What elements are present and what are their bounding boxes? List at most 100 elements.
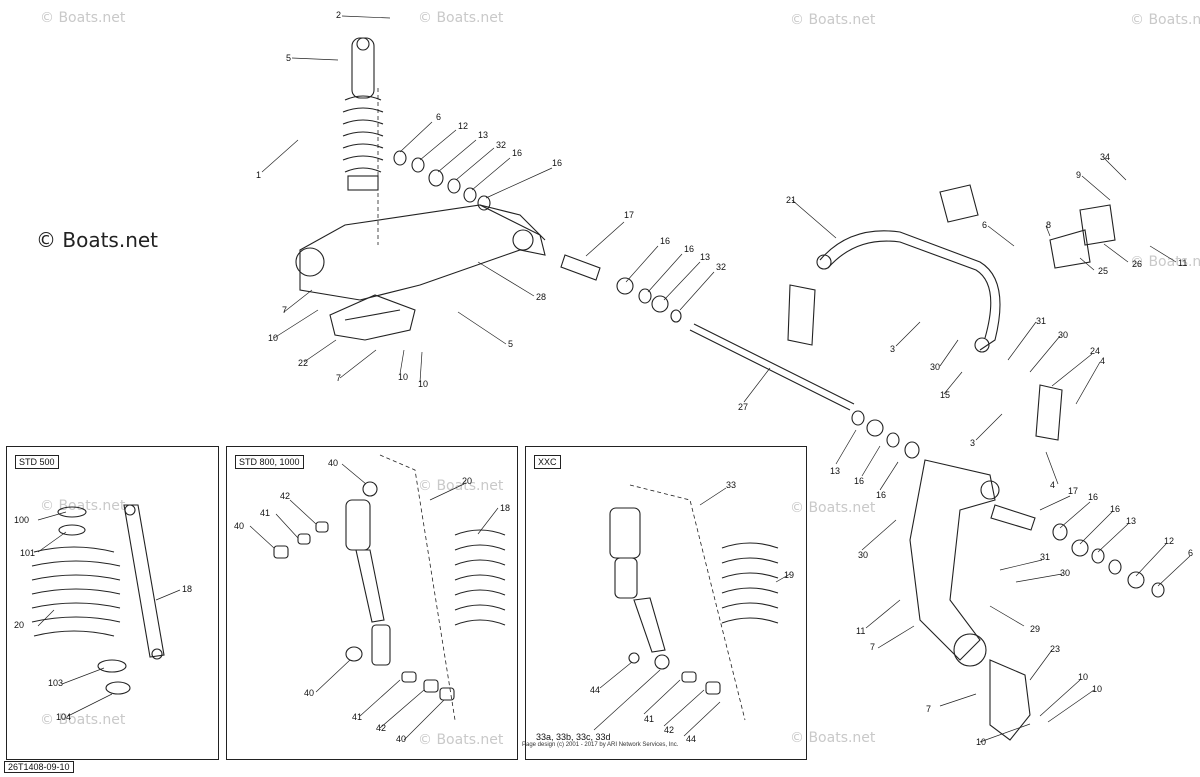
callout-number: 13 (478, 130, 488, 140)
callout-number: 23 (1050, 644, 1060, 654)
variant-label: 33a, 33b, 33c, 33d (536, 732, 611, 742)
callout-number: 10 (976, 737, 986, 747)
skid-plate-left (329, 294, 416, 341)
a-arm-assembly-left (295, 204, 546, 301)
callout-number: 7 (926, 704, 931, 714)
drawing-number: 26T1408-09-10 (4, 761, 74, 773)
callout-number: 9 (1076, 170, 1081, 180)
callout-number: 44 (590, 685, 600, 695)
inset-box-std500: STD 500 (6, 446, 219, 760)
callout-number: 10 (398, 372, 408, 382)
callout-number: 16 (660, 236, 670, 246)
std800-shock (345, 481, 391, 666)
callout-number: 25 (1098, 266, 1108, 276)
anti-sway-bar (816, 230, 1001, 353)
callout-number: 6 (436, 112, 441, 122)
washer-stack-upper (393, 150, 682, 323)
callout-number: 16 (854, 476, 864, 486)
std800-spring (454, 529, 506, 626)
callout-number: 44 (686, 734, 696, 744)
callout-number: 18 (500, 503, 510, 513)
callout-number: 24 (1090, 346, 1100, 356)
std800-bushings (273, 521, 455, 701)
inset-label-std800-1000: STD 800, 1000 (235, 455, 304, 469)
callout-number: 10 (268, 333, 278, 343)
callout-number: 2 (336, 10, 341, 20)
callout-number: 22 (298, 358, 308, 368)
callout-number: 41 (644, 714, 654, 724)
callout-number: 41 (260, 508, 270, 518)
callout-number: 13 (1126, 516, 1136, 526)
callout-number: 40 (396, 734, 406, 744)
callout-number: 13 (700, 252, 710, 262)
callout-number: 40 (234, 521, 244, 531)
callout-number: 16 (552, 158, 562, 168)
callout-number: 3 (890, 344, 895, 354)
callout-number: 13 (830, 466, 840, 476)
callout-number: 42 (664, 725, 674, 735)
callout-number: 40 (328, 458, 338, 468)
std500-shock (123, 504, 165, 660)
callout-number: 12 (1164, 536, 1174, 546)
callout-number: 19 (784, 570, 794, 580)
callout-number: 34 (1100, 152, 1110, 162)
callout-number: 31 (1036, 316, 1046, 326)
watermark-large: © Boats.net (36, 228, 159, 252)
inset-box-xxc: XXC (525, 446, 807, 760)
axle-shaft (689, 323, 855, 411)
xxc-spring (721, 542, 779, 624)
callout-number: 5 (508, 339, 513, 349)
callout-number: 26 (1132, 259, 1142, 269)
callout-number: 18 (182, 584, 192, 594)
copyright-notice: Page design (c) 2001 - 2017 by ARI Netwo… (522, 742, 679, 748)
callout-number: 16 (876, 490, 886, 500)
callout-number: 1 (256, 170, 261, 180)
inset-box-std800-1000: STD 800, 1000 (226, 446, 518, 760)
callout-number: 10 (1078, 672, 1088, 682)
callout-number: 28 (536, 292, 546, 302)
callout-number: 30 (858, 550, 868, 560)
callout-number: 20 (462, 476, 472, 486)
callout-number: 17 (1068, 486, 1078, 496)
callout-number: 41 (352, 712, 362, 722)
callout-number: 21 (786, 195, 796, 205)
callout-number: 104 (56, 712, 71, 722)
callout-number: 101 (20, 548, 35, 558)
callout-number: 17 (624, 210, 634, 220)
callout-number: 8 (1046, 220, 1051, 230)
callout-number: 42 (280, 491, 290, 501)
callout-number: 3 (970, 438, 975, 448)
inset-label-std500: STD 500 (15, 455, 59, 469)
callout-number: 4 (1100, 356, 1105, 366)
callout-number: 16 (1110, 504, 1120, 514)
callout-number: 7 (336, 373, 341, 383)
callout-number: 16 (1088, 492, 1098, 502)
std500-spring (31, 506, 131, 695)
callout-number: 7 (282, 305, 287, 315)
callout-number: 30 (1060, 568, 1070, 578)
callout-number: 32 (496, 140, 506, 150)
inset-label-xxc: XXC (534, 455, 561, 469)
callout-number: 30 (930, 362, 940, 372)
callout-number: 31 (1040, 552, 1050, 562)
callout-number: 10 (1092, 684, 1102, 694)
callout-number: 42 (376, 723, 386, 733)
callout-number: 40 (304, 688, 314, 698)
callout-number: 11 (1178, 258, 1187, 268)
callout-number: 6 (982, 220, 987, 230)
anti-sway-bracket (939, 184, 1116, 269)
callout-number: 33 (726, 480, 736, 490)
washer-stack-lower (851, 410, 1165, 598)
callout-number: 29 (1030, 624, 1040, 634)
callout-number: 10 (418, 379, 428, 389)
callout-number: 7 (870, 642, 875, 652)
skid-plate-right (989, 659, 1031, 741)
a-arm-assembly-right (909, 459, 1000, 667)
reference-lines (377, 88, 746, 721)
callout-number: 20 (14, 620, 24, 630)
rear-shock-absorber (342, 37, 384, 191)
xxc-bushings (628, 652, 721, 695)
